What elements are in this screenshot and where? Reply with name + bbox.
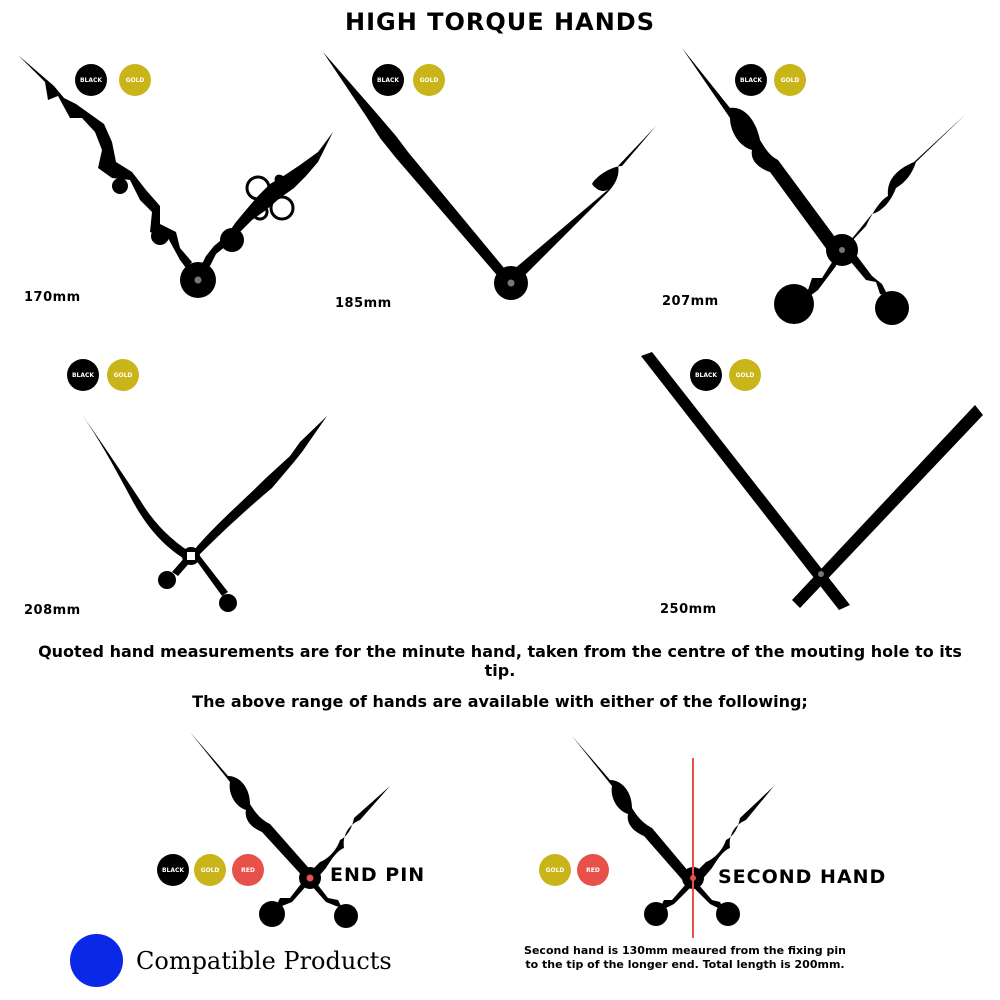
size-label-170mm: 170mm — [24, 290, 81, 305]
second-hand-note: Second hand is 130mm meaured from the fi… — [524, 944, 846, 971]
color-chip-black[interactable]: BLACK — [157, 854, 189, 886]
color-chip-black[interactable]: BLACK — [735, 64, 767, 96]
second-hand-label: SECOND HAND — [718, 866, 887, 888]
compatible-products-dot-icon — [70, 934, 123, 987]
color-chip-black[interactable]: BLACK — [75, 64, 107, 96]
color-chip-gold[interactable]: GOLD — [194, 854, 226, 886]
hand-185mm-illustration — [323, 52, 656, 300]
end-pin-illustration — [190, 732, 390, 928]
second-hand-illustration — [572, 736, 774, 938]
color-chip-gold[interactable]: GOLD — [729, 359, 761, 391]
compatible-products-label: Compatible Products — [136, 946, 392, 975]
color-chip-red[interactable]: RED — [232, 854, 264, 886]
size-label-207mm: 207mm — [662, 294, 719, 309]
color-chip-gold[interactable]: GOLD — [774, 64, 806, 96]
availability-note: The above range of hands are available w… — [192, 692, 808, 711]
size-label-208mm: 208mm — [24, 603, 81, 618]
color-chip-black[interactable]: BLACK — [372, 64, 404, 96]
page-title: HIGH TORQUE HANDS — [344, 8, 655, 36]
color-chip-gold[interactable]: GOLD — [539, 854, 571, 886]
color-chip-black[interactable]: BLACK — [690, 359, 722, 391]
hand-250mm-illustration — [641, 352, 983, 610]
size-label-185mm: 185mm — [335, 296, 392, 311]
color-chip-gold[interactable]: GOLD — [413, 64, 445, 96]
color-chip-black[interactable]: BLACK — [67, 359, 99, 391]
measurement-note: Quoted hand measurements are for the min… — [38, 642, 962, 680]
end-pin-label: END PIN — [330, 864, 426, 886]
hand-170mm-illustration — [18, 55, 333, 298]
hand-208mm-illustration — [27, 352, 327, 612]
color-chip-gold[interactable]: GOLD — [119, 64, 151, 96]
hand-207mm-illustration — [682, 48, 966, 325]
color-chip-red[interactable]: RED — [577, 854, 609, 886]
color-chip-gold[interactable]: GOLD — [107, 359, 139, 391]
size-label-250mm: 250mm — [660, 602, 717, 617]
compatible-products-link[interactable]: Compatible Products — [70, 934, 392, 987]
